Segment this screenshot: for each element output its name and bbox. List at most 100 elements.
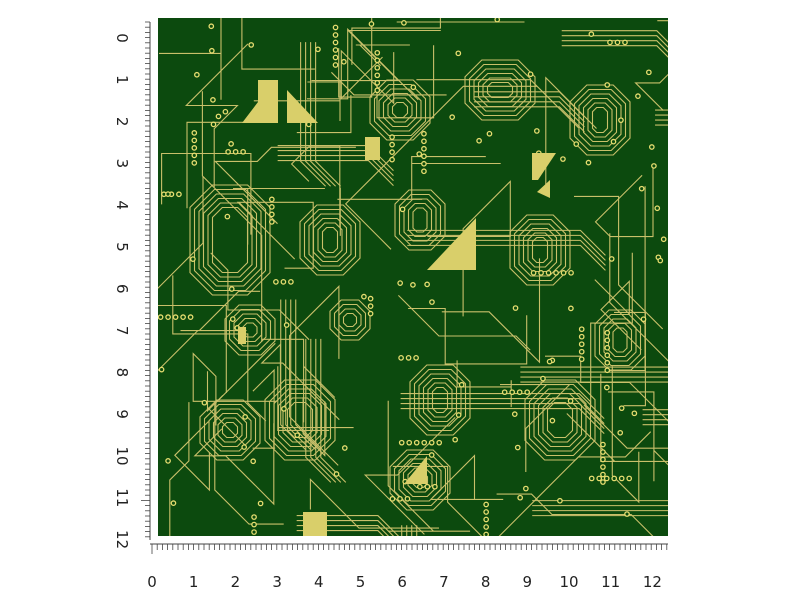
horizontal-ruler-label: 0 — [147, 573, 157, 591]
copper-fill — [365, 137, 380, 160]
vertical-ruler-label: 8 — [113, 368, 131, 378]
circuit-trace — [609, 233, 668, 362]
vertical-ruler-label: 9 — [113, 409, 131, 419]
circuit-trace — [158, 176, 204, 289]
solder-pad — [640, 316, 647, 323]
circuit-trace — [299, 204, 361, 276]
solder-pad — [374, 64, 381, 71]
solder-pad — [514, 444, 521, 451]
solder-pad — [191, 130, 198, 136]
solder-pad — [288, 279, 294, 285]
vertical-ruler-label: 0 — [113, 33, 131, 43]
circuit-trace — [315, 338, 342, 483]
circuit-trace — [400, 403, 605, 429]
solder-pad — [436, 439, 443, 446]
solder-pad — [215, 113, 222, 120]
circuit-trace — [403, 198, 437, 242]
solder-pad — [624, 511, 630, 517]
circuit-trace — [422, 377, 458, 423]
solder-pad — [553, 269, 559, 276]
circuit-trace — [427, 382, 453, 418]
circuit-trace — [329, 299, 371, 341]
solder-pad — [596, 475, 603, 482]
solder-pad — [208, 47, 215, 54]
circuit-trace — [338, 18, 373, 98]
circuit-trace — [285, 299, 312, 451]
circuit-trace — [261, 338, 336, 423]
circuit-trace — [441, 258, 541, 364]
vertical-ruler-label: 2 — [113, 117, 131, 127]
solder-pad — [611, 475, 618, 482]
circuit-trace — [369, 79, 431, 141]
solder-pad — [618, 117, 624, 124]
circuit-trace — [594, 279, 642, 351]
circuit-trace — [300, 42, 326, 187]
solder-pad — [294, 432, 301, 439]
circuit-trace — [333, 303, 367, 337]
solder-pad — [449, 114, 456, 121]
solder-pad — [194, 71, 200, 78]
circuit-trace — [342, 312, 358, 328]
copper-fill — [537, 180, 550, 198]
circuit-trace — [394, 189, 446, 251]
solder-pad — [608, 256, 615, 262]
solder-pad — [242, 414, 249, 420]
circuit-trace — [305, 42, 331, 187]
circuit-trace — [264, 379, 336, 461]
circuit-trace — [418, 373, 462, 427]
solder-pad — [406, 439, 413, 446]
solder-pad — [483, 516, 490, 523]
solder-pad — [240, 148, 246, 155]
circuit-trace — [228, 308, 272, 352]
solder-pad — [389, 156, 395, 163]
horizontal-ruler-label: 9 — [523, 573, 533, 591]
circuit-trace — [411, 156, 501, 200]
circuit-trace — [159, 18, 222, 100]
solder-pad — [158, 366, 165, 373]
circuit-trace — [393, 453, 447, 507]
circuit-trace — [172, 275, 267, 422]
solder-pad — [410, 282, 416, 288]
solder-pad — [512, 305, 519, 311]
solder-pad — [405, 355, 412, 361]
solder-pad — [560, 269, 567, 276]
circuit-trace — [306, 27, 419, 101]
solder-pad — [578, 356, 585, 363]
solder-pad — [428, 452, 435, 458]
circuit-trace — [268, 383, 332, 457]
solder-pad — [191, 137, 198, 144]
solder-pad — [399, 206, 406, 213]
solder-pad — [389, 495, 396, 502]
copper-fill — [532, 153, 556, 180]
circuit-trace — [561, 30, 668, 43]
solder-pad — [398, 355, 404, 361]
circuit-trace — [411, 525, 413, 536]
circuit-trace — [594, 163, 654, 238]
copper-fill — [242, 80, 278, 123]
circuit-trace — [509, 214, 571, 286]
circuit-trace — [416, 79, 579, 129]
circuit-trace — [331, 71, 447, 96]
solder-pad — [172, 314, 179, 321]
solder-pad — [604, 337, 611, 344]
solder-pad — [389, 149, 395, 155]
solder-pad — [578, 333, 585, 340]
solder-pad — [600, 471, 606, 478]
horizontal-ruler-label: 5 — [356, 573, 366, 591]
solder-pad — [432, 483, 438, 490]
solder-pad — [416, 151, 423, 157]
solder-pad — [165, 314, 171, 321]
circuit-trace — [587, 102, 613, 138]
solder-pad — [600, 479, 606, 485]
horizontal-ruler-label: 6 — [397, 573, 407, 591]
solder-pad — [509, 389, 516, 396]
circuit-trace — [408, 307, 528, 365]
circuit-trace — [303, 208, 357, 272]
circuit-trace — [532, 500, 668, 502]
copper-fill — [238, 327, 246, 344]
vertical-ruler-label: 3 — [113, 159, 131, 169]
solder-pad — [268, 204, 275, 210]
copper-fill — [404, 456, 427, 484]
vertical-ruler-label: 12 — [113, 530, 131, 549]
solder-pad — [567, 398, 574, 404]
